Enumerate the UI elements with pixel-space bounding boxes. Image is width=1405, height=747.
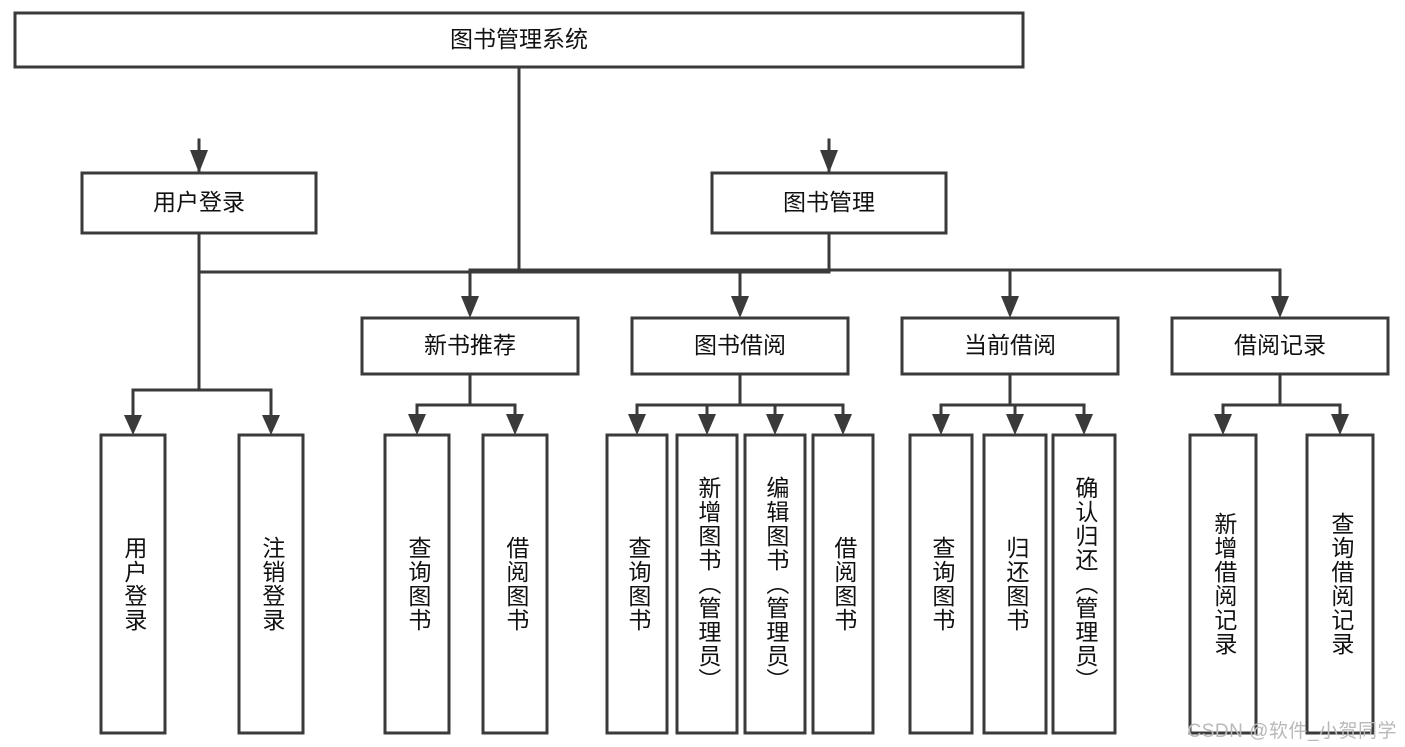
- node-leaf-user-logout-box[interactable]: [237, 433, 305, 735]
- node-leaf-edit-book-admin-box[interactable]: [743, 433, 807, 735]
- arrow-head-icon: [408, 414, 426, 435]
- arrow-head-icon: [1331, 414, 1349, 435]
- node-leaf-borrow-book-rec-box[interactable]: [481, 433, 549, 735]
- arrow-head-icon: [766, 414, 784, 435]
- node-user-login-box[interactable]: [80, 171, 318, 235]
- node-current-borrow-label: 当前借阅: [964, 332, 1056, 358]
- node-leaf-borrow-book-box[interactable]: [811, 433, 875, 735]
- arrow-head-icon: [190, 150, 208, 173]
- node-root[interactable]: 图书管理系统: [13, 11, 1025, 69]
- arrow-head-icon: [1271, 296, 1289, 318]
- arrow-head-icon: [1075, 414, 1093, 435]
- node-current-borrow-box[interactable]: [900, 316, 1120, 376]
- node-new-book-recommend-box[interactable]: [360, 316, 580, 376]
- node-leaf-query-book-current-box[interactable]: [908, 433, 974, 735]
- node-borrow-records-label: 借阅记录: [1234, 332, 1326, 358]
- node-current-borrow[interactable]: 当前借阅: [900, 316, 1120, 376]
- edge-group-borrow-records-children: [1214, 372, 1349, 435]
- arrow-head-icon: [820, 150, 838, 173]
- arrow-head-icon: [1006, 414, 1024, 435]
- node-leaf-add-book-admin-box[interactable]: [675, 433, 739, 735]
- arrow-head-icon: [124, 415, 142, 435]
- node-book-borrow-box[interactable]: [630, 316, 850, 376]
- watermark-text: CSDN @软件_小贺同学: [1187, 721, 1397, 742]
- arrow-head-icon: [628, 414, 646, 435]
- node-leaf-confirm-return-admin-box[interactable]: [1051, 433, 1117, 735]
- node-leaf-return-book-box[interactable]: [982, 433, 1048, 735]
- node-book-borrow-label: 图书借阅: [694, 332, 786, 358]
- node-book-manage[interactable]: 图书管理: [710, 171, 948, 235]
- node-new-book-recommend[interactable]: 新书推荐: [360, 316, 580, 376]
- node-root-box[interactable]: [13, 11, 1025, 69]
- node-borrow-records[interactable]: 借阅记录: [1170, 316, 1390, 376]
- edge-group-user-login-children: [124, 231, 280, 435]
- node-leaf-query-book-rec-box[interactable]: [383, 433, 451, 735]
- node-new-book-recommend-label: 新书推荐: [424, 332, 516, 358]
- arrow-head-icon: [731, 296, 749, 318]
- arrow-head-icon: [698, 414, 716, 435]
- leaf-box-group[interactable]: [99, 433, 1375, 735]
- node-borrow-records-box[interactable]: [1170, 316, 1390, 376]
- arrow-head-icon: [262, 415, 280, 435]
- edge-group-book-borrow-children: [628, 372, 852, 435]
- node-root-label: 图书管理系统: [450, 26, 588, 52]
- node-user-login[interactable]: 用户登录: [80, 171, 318, 235]
- node-leaf-query-book-borrow-box[interactable]: [605, 433, 669, 735]
- arrow-head-icon: [461, 296, 479, 318]
- node-leaf-add-borrow-record-box[interactable]: [1188, 433, 1258, 735]
- node-leaf-query-borrow-record-box[interactable]: [1305, 433, 1375, 735]
- edge-group-current-borrow-children: [932, 372, 1093, 435]
- arrow-head-icon: [1214, 414, 1232, 435]
- arrow-head-icon: [834, 414, 852, 435]
- edge-group-new-book-recommend-children: [408, 372, 524, 435]
- arrow-head-icon: [1001, 296, 1019, 318]
- node-book-manage-label: 图书管理: [783, 189, 875, 215]
- node-book-manage-box[interactable]: [710, 171, 948, 235]
- edge-group-root-to-level2: [197, 65, 831, 274]
- edge-group-book-manage-children: [461, 231, 1289, 318]
- edge-group-root-arrowheads: [190, 150, 838, 173]
- node-user-login-label: 用户登录: [153, 189, 245, 215]
- node-book-borrow[interactable]: 图书借阅: [630, 316, 850, 376]
- node-leaf-user-login-box[interactable]: [99, 433, 167, 735]
- arrow-head-icon: [506, 414, 524, 435]
- arrow-head-icon: [932, 414, 950, 435]
